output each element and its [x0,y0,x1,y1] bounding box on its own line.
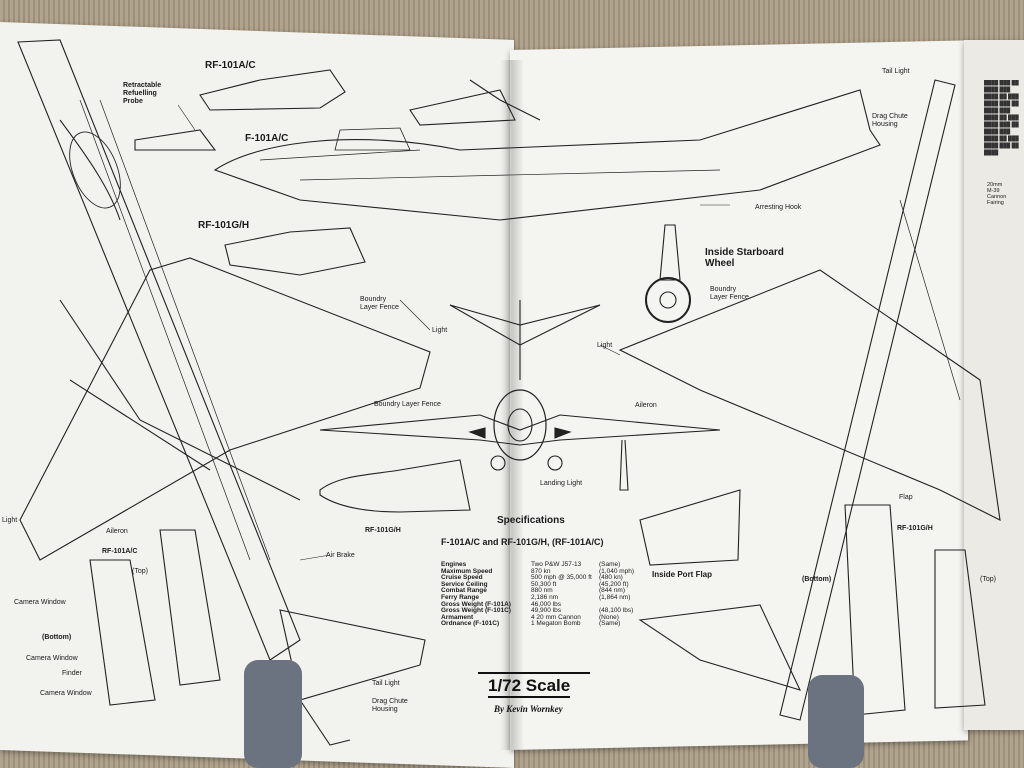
spec-value: 880 nm [531,587,553,595]
rf101gh-bottom-view [844,504,906,716]
label-air-brake: Air Brake [326,552,355,559]
spec-value: 2,186 nm [531,593,559,601]
right-plan-tail [638,604,802,691]
probe-detail [134,129,217,151]
label-light-left: Light [432,327,448,334]
label-boundry-fence-left: Boundry Layer Fence [360,296,399,311]
rf101ac-side [199,69,346,111]
spec-alt-value: (1,040 mph) [599,567,635,575]
label-rf101gh-right: RF-101G/H [897,525,933,532]
spec-value: 46,000 lbs [531,600,561,608]
spec-name: Gross Weight (F-101A) [441,600,511,608]
label-top-right: (Top) [980,576,996,583]
rf101gh-top-view [934,549,986,709]
left-plan-wing [19,257,431,561]
label-rf101ac: RF-101A/C [205,60,256,71]
spec-alt-value: (48,100 lbs) [599,607,634,615]
label-inside-starboard-wheel: Inside Starboard Wheel [705,247,784,269]
label-retractable-probe: Retractable Refuelling Probe [123,82,162,105]
label-rf101gh-nose: RF-101G/H [365,527,401,534]
label-finder: Finder [62,670,82,677]
spec-name: Combat Range [441,587,487,595]
spec-alt-value: (None) [599,613,619,621]
spec-name: Service Ceiling [441,580,488,588]
label-top-left: (Top) [132,568,148,575]
right-plan-wing [618,269,1001,521]
label-landing-light: Landing Light [540,480,583,487]
adjacent-page-text: ████ ███ ██ ████ ███ ████ ██ ███ ████ ██… [984,80,1019,156]
starboard-wheel [645,277,691,323]
right-plan-fuselage [779,79,956,721]
rf101gh-nose-detail [319,459,471,513]
label-inside-port-flap: Inside Port Flap [652,570,713,579]
spec-name: Engines [441,561,467,568]
spec-alt-value: (1,864 nm) [599,593,631,601]
label-camera-window-3: Camera Window [40,690,92,697]
spec-alt-value: (480 kn) [599,574,623,582]
label-tail-light-left: Tail Light [372,680,400,687]
label-flap: Flap [899,494,913,501]
spec-value: 500 mph @ 35,000 ft [531,574,592,582]
spec-value: 50,300 ft [531,580,557,588]
label-arresting-hook: Arresting Hook [755,204,802,211]
spec-value: 4 20 mm Cannon [531,613,581,621]
spec-name: Maximum Speed [441,567,493,575]
label-camera-window-2: Camera Window [26,655,78,662]
specs-subtitle: F-101A/C and RF-101G/H, (RF-101A/C) [441,537,604,547]
spec-alt-value: (Same) [599,561,621,568]
label-camera-window-1: Camera Window [14,599,66,606]
label-light-far-left: Light [2,517,18,524]
label-drag-chute-left: Drag Chute Housing [372,698,408,713]
label-drag-chute-right: Drag Chute Housing [872,113,908,128]
front-view-wings [319,414,721,446]
inside-port-flap-detail [639,489,741,566]
front-view-htail [449,304,601,346]
book-stand-right [808,675,864,768]
spec-name: Ferry Range [441,593,479,601]
label-aileron-right: Aileron [635,402,657,409]
label-tail-light-right: Tail Light [882,68,910,75]
spec-value: 1 Megaton Bomb [531,620,581,628]
label-f101ac: F-101A/C [245,133,289,144]
spec-name: Ordnance (F-101C) [441,620,500,628]
spec-name: Cruise Speed [441,574,483,582]
scale-title: 1/72 Scale [488,676,571,698]
label-boundry-fence-right: Boundry Layer Fence [710,286,749,301]
specs-title: Specifications [497,515,565,526]
f101ac-side-fuselage [213,89,881,221]
label-boundry-fence-center: Boundry Layer Fence [374,401,441,408]
author-credit: By Kevin Wornkey [494,704,563,714]
rf101ac-bottom-view [89,559,156,706]
book-stand-left [244,660,302,768]
spec-name: Gross Weight (F-101C) [441,607,511,615]
label-cannon-ports: 20mm M-39 Cannon Fairing [987,182,1007,206]
label-bottom-left: (Bottom) [42,634,72,641]
spec-alt-value: (844 nm) [599,587,626,595]
label-rf101gh: RF-101G/H [198,220,250,231]
rf101gh-side [224,227,366,276]
spec-alt-value: (45,200 ft) [599,580,629,588]
rf101ac-top-view [159,529,221,686]
adjacent-page [964,40,1024,730]
spec-value: 49,900 lbs [531,607,561,615]
scale-top-rule [478,672,590,674]
spec-name: Armament [441,613,474,621]
label-rf101ac-bottom: RF-101A/C [102,548,138,555]
label-aileron-left: Aileron [106,528,128,535]
spec-value: Two P&W J57-13 [531,561,582,568]
label-light-right: Light [597,342,613,349]
spec-alt-value: (Same) [599,620,621,628]
spec-value: 870 kn [531,567,551,575]
label-bottom-right: (Bottom) [802,576,832,583]
